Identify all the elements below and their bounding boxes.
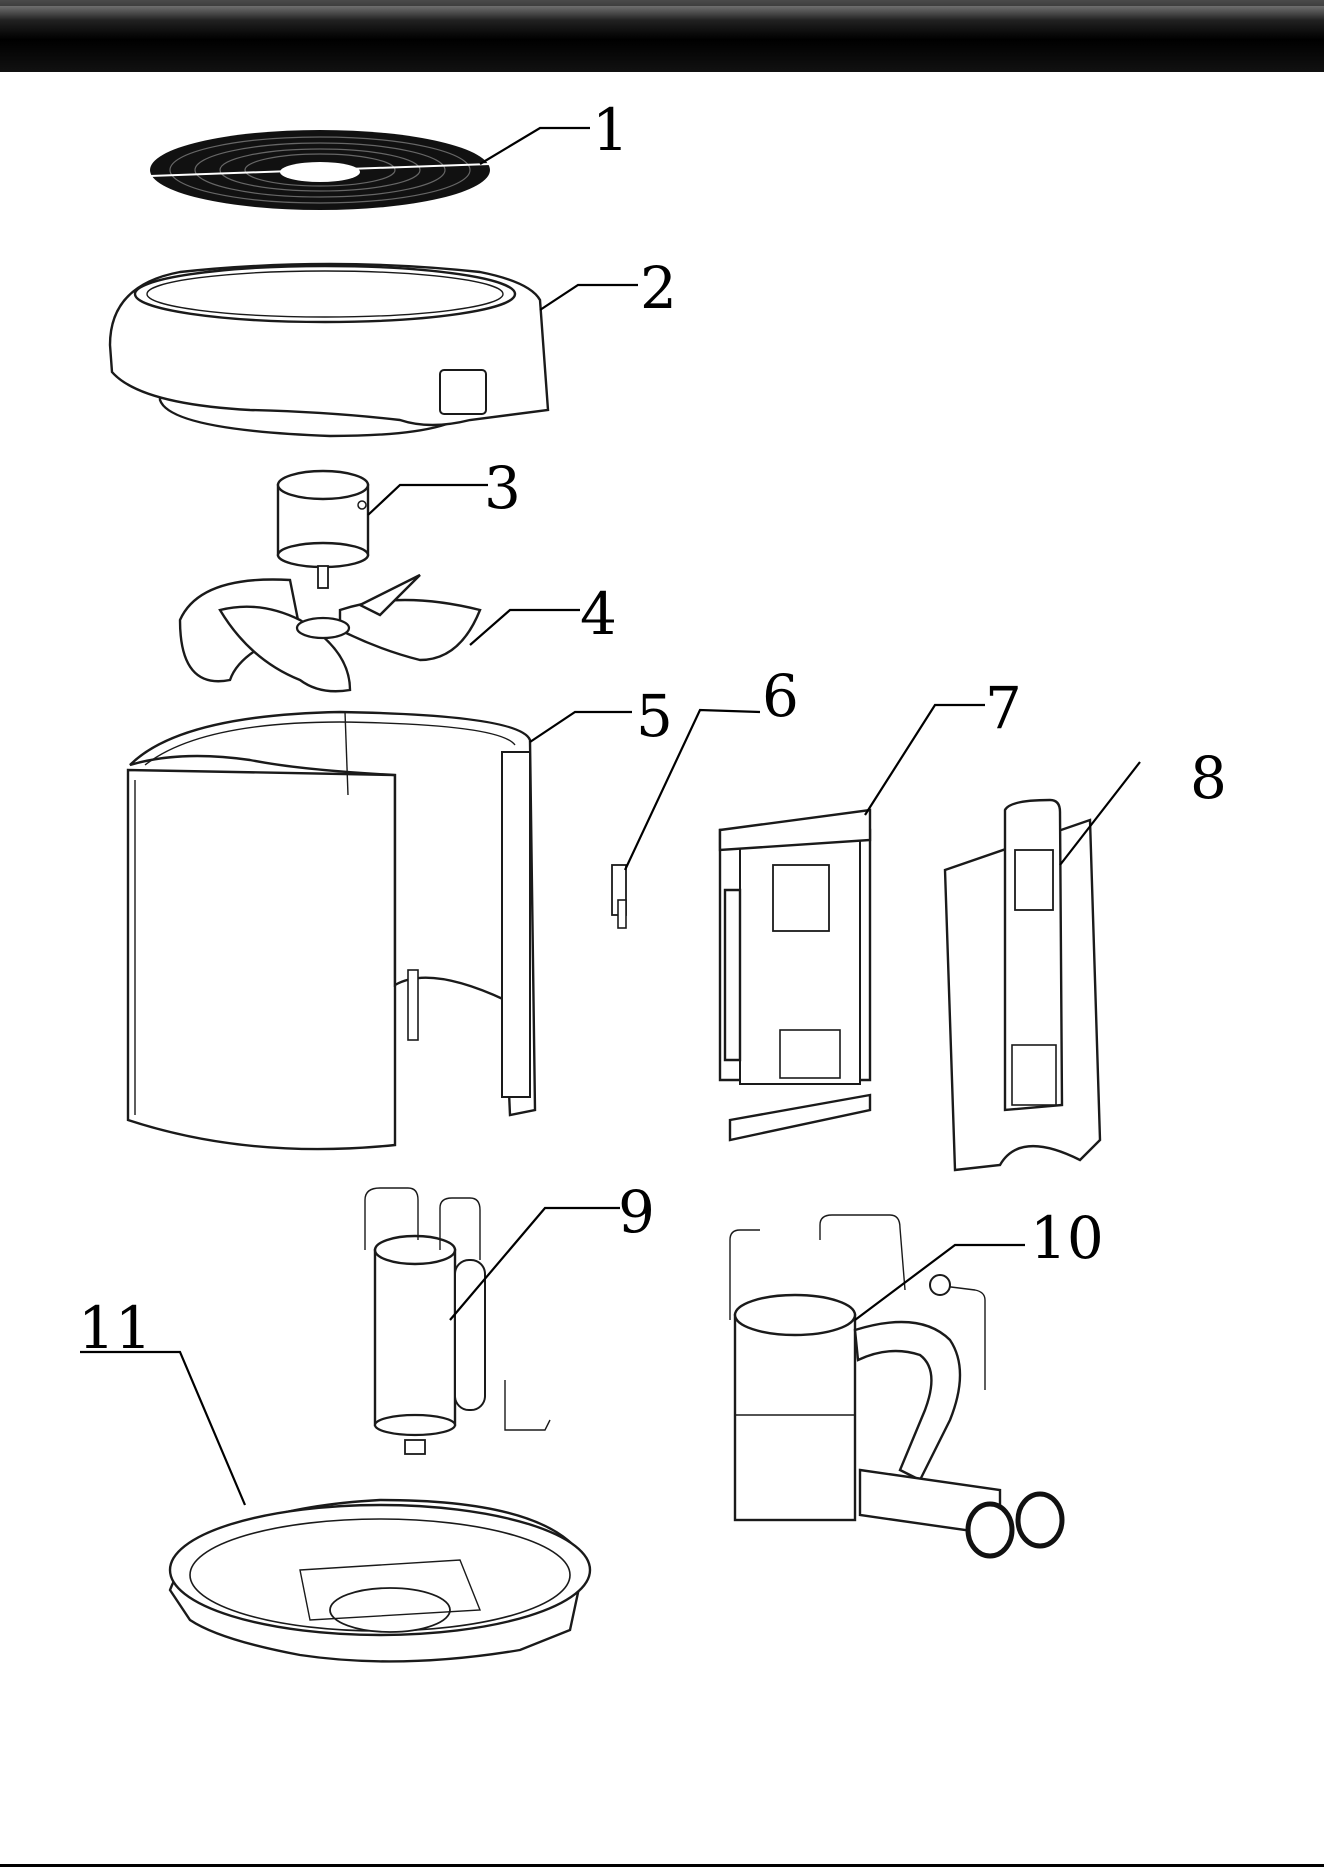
part-1-fan-grille (150, 130, 490, 210)
part-9-compressor (365, 1188, 550, 1454)
callout-1: 1 (592, 96, 629, 164)
callout-5: 5 (636, 682, 673, 750)
callout-4: 4 (580, 580, 617, 648)
callout-7: 7 (985, 674, 1022, 742)
part-11-base-tray (170, 1500, 590, 1661)
part-8-front-cover (945, 800, 1100, 1170)
part-4-fan-blade (180, 575, 480, 691)
part-10-heat-exchanger (730, 1215, 1062, 1556)
part-6-sensor (612, 865, 626, 928)
callout-6: 6 (762, 662, 799, 730)
callout-3: 3 (484, 454, 521, 522)
part-3-fan-motor (278, 471, 368, 588)
callout-8: 8 (1190, 744, 1227, 812)
callout-9: 9 (618, 1178, 655, 1246)
callout-11: 11 (78, 1294, 152, 1362)
footer-line (0, 1864, 1324, 1867)
part-5-evaporator (128, 712, 535, 1149)
callout-10: 10 (1030, 1204, 1104, 1272)
part-2-top-cover (110, 264, 548, 436)
part-7-electrical-panel (720, 810, 870, 1140)
callout-2: 2 (640, 254, 677, 322)
